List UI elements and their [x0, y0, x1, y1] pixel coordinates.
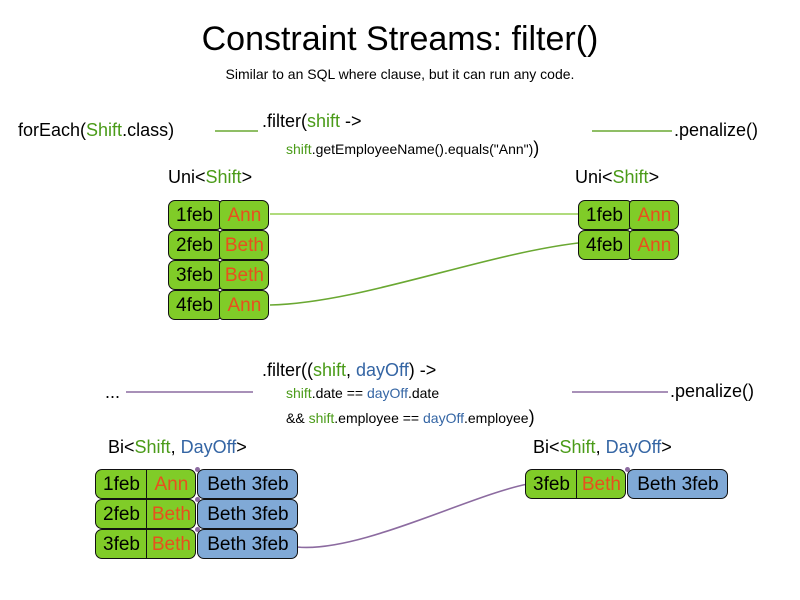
tuple-name: Beth	[146, 499, 197, 529]
bi-filter-l3-var1: shift	[308, 410, 335, 426]
tuple-row[interactable]: 3feb Beth Beth 3feb	[525, 467, 729, 499]
uni-right-type-suffix: >	[648, 167, 660, 187]
tuple-date: 4feb	[578, 230, 631, 260]
tuple-name: Ann	[629, 230, 680, 260]
bi-right-type-comma: ,	[595, 437, 606, 457]
bi-filter-l3-mid: .employee ==	[334, 410, 423, 426]
tuple-name: Ann	[219, 290, 270, 320]
tuple-row[interactable]: 3feb Beth	[168, 260, 270, 290]
join-dot	[195, 527, 200, 532]
uni-filter-call: .filter(	[262, 111, 307, 131]
join-dot	[195, 497, 200, 502]
tuple-row[interactable]: 1feb Ann	[168, 200, 270, 230]
uni-filter-body-rest: .getEmployeeName().equals("Ann")	[311, 141, 534, 157]
tuple-fact: Beth 3feb	[197, 499, 299, 529]
uni-penalize-label: .penalize()	[674, 120, 759, 140]
foreach-suffix: .class)	[122, 120, 175, 140]
tuple-row[interactable]: 4feb Ann	[168, 290, 270, 320]
tuple-row[interactable]: 1feb Ann Beth 3feb	[95, 467, 299, 499]
bi-filter-line3: && shift.employee == dayOff.employee)	[286, 407, 535, 428]
tuple-date: 2feb	[95, 499, 148, 529]
tuple-row[interactable]: 2feb Beth	[168, 230, 270, 260]
tuple-fact: Beth 3feb	[627, 469, 729, 499]
wire-uni-4feb	[269, 242, 579, 306]
tuple-fact: Beth 3feb	[197, 469, 299, 499]
tuple-date: 1feb	[168, 200, 221, 230]
bi-filter-param2: dayOff	[356, 360, 409, 380]
bi-left-type-comma: ,	[170, 437, 181, 457]
bi-filter-close-paren: )	[528, 407, 535, 427]
tuple-date: 2feb	[168, 230, 221, 260]
tuple-row[interactable]: 1feb Ann	[578, 200, 680, 230]
bi-filter-l3-var2: dayOff	[423, 410, 464, 426]
wire-bi-3feb	[296, 483, 529, 549]
tuple-name: Ann	[146, 469, 197, 499]
uni-filter-line2: shift.getEmployeeName().equals("Ann"))	[286, 138, 539, 159]
bi-source-label: ...	[105, 382, 121, 402]
bi-right-type-g2: DayOff	[605, 437, 662, 457]
bi-left-type-g1: Shift	[134, 437, 171, 457]
bi-filter-comma: ,	[346, 360, 357, 380]
tuple-name: Ann	[219, 200, 270, 230]
bi-filter-line1: .filter((shift, dayOff) ->	[262, 360, 436, 381]
bi-right-type-suffix: >	[661, 437, 672, 457]
bi-penalize-label: .penalize()	[670, 381, 755, 401]
uni-filter-body-var: shift	[286, 141, 312, 157]
tuple-row[interactable]: 2feb Beth Beth 3feb	[95, 497, 299, 529]
bi-filter-l2-end: .date	[407, 385, 440, 401]
bi-filter-l2-var1: shift	[286, 385, 312, 401]
bi-right-type: Bi<Shift, DayOff>	[533, 437, 672, 458]
tuple-name: Beth	[219, 260, 270, 290]
bi-filter-arrow: ) ->	[408, 360, 437, 380]
bi-left-type-prefix: Bi<	[108, 437, 135, 457]
uni-left-type-suffix: >	[241, 167, 253, 187]
bi-left-type-suffix: >	[236, 437, 247, 457]
uni-filter-arrow: ->	[340, 111, 362, 131]
tuple-name: Ann	[629, 200, 680, 230]
foreach-prefix: forEach(	[18, 120, 87, 140]
join-dot	[625, 467, 630, 472]
join-dot	[195, 467, 200, 472]
bi-filter-l3-end: .employee	[464, 410, 529, 426]
bi-filter-param1: shift	[313, 360, 347, 380]
tuple-name: Beth	[219, 230, 270, 260]
uni-right-type-generic: Shift	[612, 167, 649, 187]
tuple-date: 3feb	[95, 529, 148, 559]
tuple-date: 4feb	[168, 290, 221, 320]
bi-filter-l2-mid: .date ==	[311, 385, 367, 401]
tuple-date: 1feb	[578, 200, 631, 230]
page-subtitle: Similar to an SQL where clause, but it c…	[225, 66, 575, 82]
uni-right-type: Uni<Shift>	[575, 167, 659, 188]
bi-left-type-g2: DayOff	[180, 437, 237, 457]
tuple-row[interactable]: 4feb Ann	[578, 230, 680, 260]
foreach-type: Shift	[86, 120, 123, 140]
page-title: Constraint Streams: filter()	[201, 20, 599, 58]
tuple-row[interactable]: 3feb Beth Beth 3feb	[95, 527, 299, 559]
bi-left-type: Bi<Shift, DayOff>	[108, 437, 247, 458]
uni-filter-line1: .filter(shift ->	[262, 111, 362, 132]
bi-right-type-prefix: Bi<	[533, 437, 560, 457]
uni-filter-param: shift	[307, 111, 341, 131]
foreach-label: forEach(Shift.class)	[18, 120, 174, 141]
tuple-date: 3feb	[168, 260, 221, 290]
bi-filter-line2: shift.date == dayOff.date	[286, 385, 439, 401]
tuple-date: 1feb	[95, 469, 148, 499]
bi-filter-l3-amp: &&	[286, 410, 309, 426]
tuple-name: Beth	[576, 469, 627, 499]
uni-left-type: Uni<Shift>	[168, 167, 252, 188]
uni-left-type-generic: Shift	[205, 167, 242, 187]
tuple-name: Beth	[146, 529, 197, 559]
uni-right-type-prefix: Uni<	[575, 167, 613, 187]
bi-right-type-g1: Shift	[559, 437, 596, 457]
tuple-fact: Beth 3feb	[197, 529, 299, 559]
bi-filter-call: .filter((	[262, 360, 313, 380]
uni-left-type-prefix: Uni<	[168, 167, 206, 187]
uni-filter-close-paren: )	[533, 138, 540, 158]
bi-filter-l2-var2: dayOff	[366, 385, 408, 401]
tuple-date: 3feb	[525, 469, 578, 499]
